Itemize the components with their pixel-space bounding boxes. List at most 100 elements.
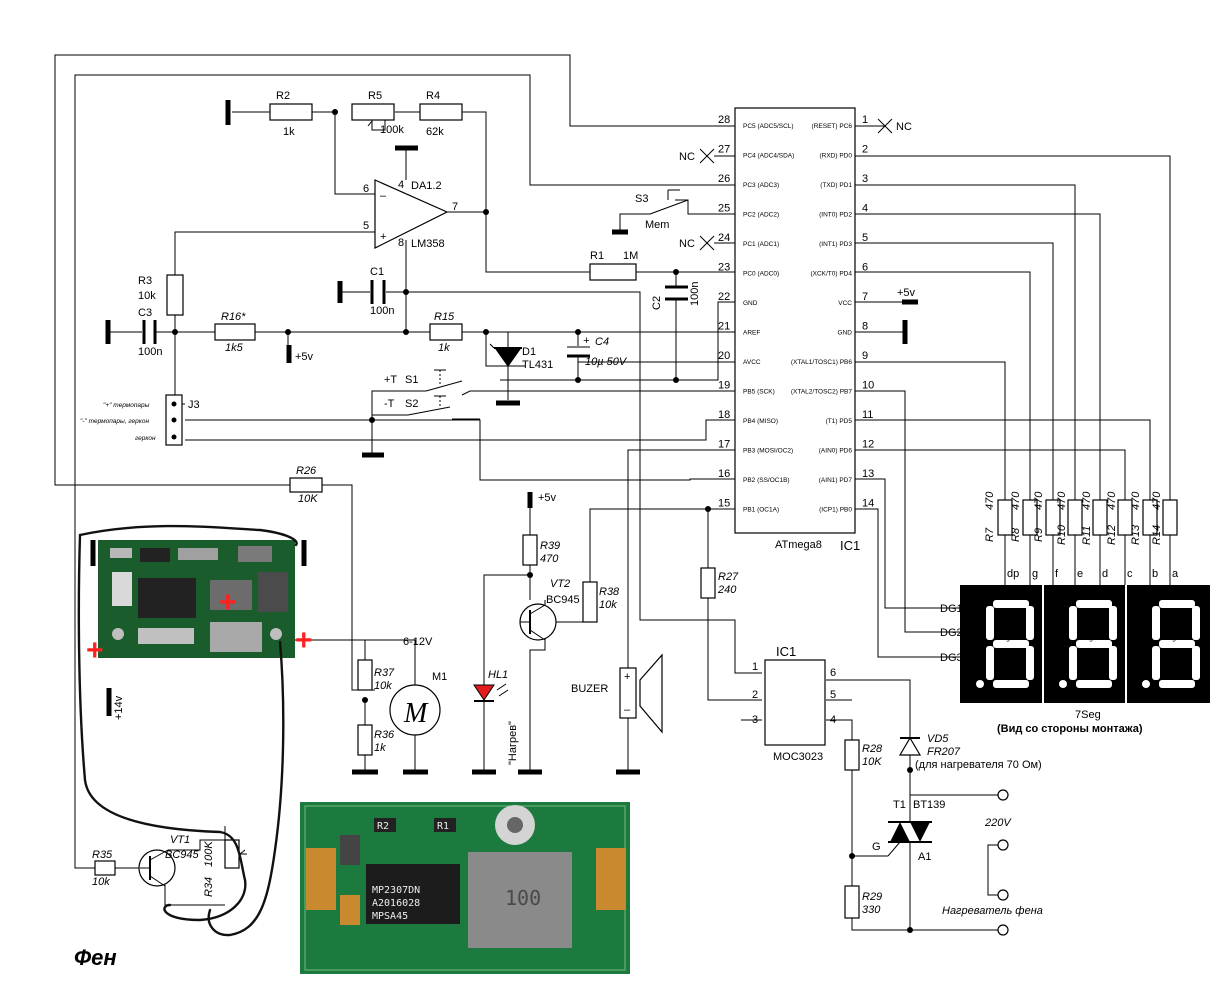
svg-text:R7: R7 [984, 527, 996, 542]
mcu-pin-number: 19 [718, 380, 730, 392]
svg-text:IC1: IC1 [776, 644, 796, 659]
svg-text:R8: R8 [1010, 527, 1022, 542]
svg-text:R37: R37 [374, 667, 395, 679]
svg-text:10k: 10k [138, 290, 156, 302]
segment-letter: b [1036, 625, 1040, 632]
resistor-r3: R3 10k [138, 274, 184, 316]
mcu-pin-label: (ICP1) PB0 [819, 507, 852, 514]
svg-text:S2: S2 [405, 398, 418, 410]
resistor-r15: R15 1k [429, 311, 463, 354]
segment-letter: g [1089, 635, 1093, 642]
svg-text:(Вид со стороны монтажа): (Вид со стороны монтажа) [997, 723, 1143, 735]
mcu-pin-number: 22 [718, 291, 730, 303]
svg-text:470: 470 [540, 553, 559, 565]
display-segment [986, 646, 994, 680]
svg-text:D1: D1 [522, 346, 536, 358]
switch-s1: +T S1 [384, 369, 463, 392]
svg-text:R28: R28 [862, 743, 883, 755]
segment-letter: d [1170, 690, 1174, 697]
mcu-pin-number: 13 [862, 468, 874, 480]
display-segment [1159, 640, 1195, 648]
svg-text:100: 100 [505, 886, 541, 910]
segment-letter: c [1202, 659, 1206, 666]
mcu-pin-label: (INT1) PD3 [819, 241, 852, 248]
switch-s2: -T S2 [384, 395, 451, 416]
svg-text:100k: 100k [380, 124, 404, 136]
capacitor-c2: C2 100n [651, 282, 701, 310]
svg-text:"Нагрев": "Нагрев" [507, 721, 519, 765]
svg-text:MPSA45: MPSA45 [372, 911, 408, 922]
svg-text:C1: C1 [370, 266, 384, 278]
svg-text:BUZER: BUZER [571, 683, 608, 695]
svg-text:VD5: VD5 [927, 733, 949, 745]
svg-text:R38: R38 [599, 586, 620, 598]
svg-text:470: 470 [1033, 491, 1045, 510]
svg-text:C4: C4 [595, 336, 609, 348]
mcu-pin-label: PC0 (ADC0) [743, 271, 779, 278]
svg-text:330: 330 [862, 904, 881, 916]
mcu-pin-number: 24 [718, 232, 730, 244]
display-segment [1159, 680, 1195, 688]
svg-text:"-" термопары, геркон: "-" термопары, геркон [80, 418, 149, 425]
svg-text:R11: R11 [1081, 526, 1093, 545]
mcu-pin-label: PB5 (SCK) [743, 389, 775, 396]
mcu-pin-label: PC1 (ADC1) [743, 241, 779, 248]
mcu-pin-number: 6 [862, 262, 868, 274]
svg-text:NC: NC [679, 151, 695, 163]
display-dp [976, 680, 984, 688]
mcu-pin-number: 14 [862, 498, 874, 510]
display-segment [1109, 606, 1117, 640]
segment-letter: a [1083, 593, 1087, 600]
svg-text:Mem: Mem [645, 219, 669, 231]
segment-letter: f [976, 625, 978, 632]
segment-letter: g [1006, 635, 1010, 642]
mcu-pin-label: (T1) PD5 [826, 418, 853, 425]
svg-text:DG1: DG1 [940, 603, 963, 615]
svg-text:100n: 100n [370, 305, 394, 317]
mcu-pin-label: (RXD) PD0 [819, 153, 852, 160]
svg-text:TL431: TL431 [522, 359, 553, 371]
resistor-r39: R39 470 [522, 534, 560, 566]
resistor-r29: R29 330 [844, 885, 882, 919]
segment-letter: b [1202, 625, 1206, 632]
svg-text:1k: 1k [374, 742, 386, 754]
segment-letter: d [1004, 690, 1008, 697]
resistor-r36: R36 1k [357, 724, 395, 756]
display-segment [1109, 646, 1117, 680]
svg-text:R15: R15 [434, 311, 455, 323]
resistor-r38: R38 10k [582, 581, 620, 623]
svg-text:470: 470 [984, 491, 996, 510]
svg-text:–: – [624, 704, 631, 716]
display-segment [1192, 606, 1200, 640]
mcu-pin-number: 20 [718, 350, 730, 362]
transistor-vt2: VT2 BC945 [519, 578, 580, 650]
moc-pin-number: 6 [830, 667, 836, 679]
mcu-atmega8: ATmega8 IC1 [734, 107, 860, 553]
svg-text:+: + [624, 671, 630, 683]
svg-text:R2: R2 [276, 90, 290, 102]
svg-text:+: + [86, 634, 104, 667]
svg-text:HL1: HL1 [488, 669, 508, 681]
svg-text:DG2: DG2 [940, 627, 963, 639]
svg-text:DA1.2: DA1.2 [411, 180, 442, 192]
mcu-pin-number: 9 [862, 350, 868, 362]
mcu-pin-number: 3 [862, 173, 868, 185]
resistor-r4: R4 62k [419, 90, 463, 138]
segment-letter: a [1000, 593, 1004, 600]
svg-text:6: 6 [363, 183, 369, 195]
mcu-pin-number: 7 [862, 291, 868, 303]
svg-text:M: M [403, 698, 429, 729]
display-pin-letter: f [1055, 568, 1059, 580]
svg-text:LM358: LM358 [411, 238, 445, 250]
connector-j3: J3 "+" термопары "-" термопары, геркон г… [80, 394, 200, 446]
segment-letter: a [1166, 593, 1170, 600]
svg-text:G: G [872, 841, 881, 853]
svg-text:10k: 10k [599, 599, 617, 611]
display-segment [993, 600, 1029, 608]
svg-text:M1: M1 [432, 671, 447, 683]
mcu-pin-label: PC4 (ADC4/SDA) [743, 153, 794, 160]
svg-text:4: 4 [398, 179, 404, 191]
diode-vd5: VD5 FR207 (для нагревателя 70 Ом) [898, 733, 1042, 771]
